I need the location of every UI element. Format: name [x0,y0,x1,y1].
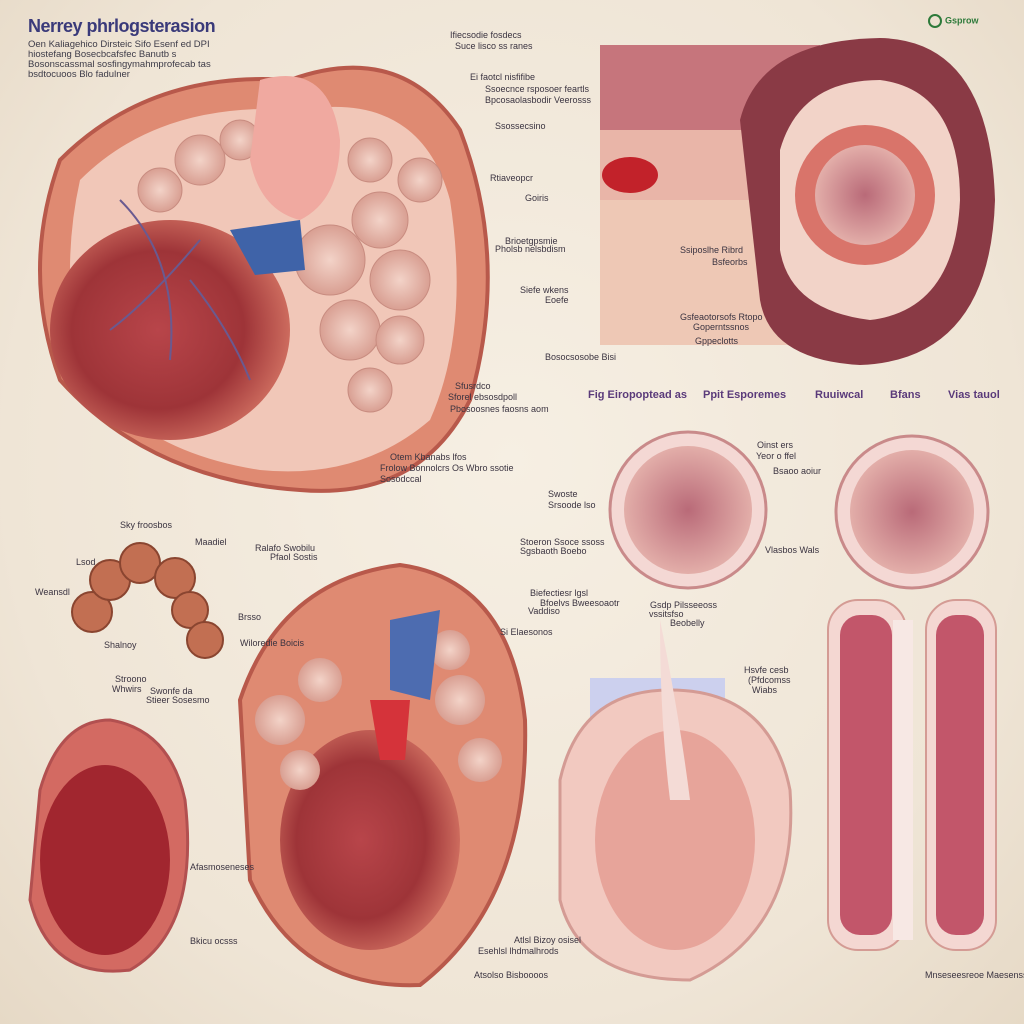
intro-line: Oen Kaliagehico Dirsteic Sifo Esenf ed D… [28,39,210,50]
annotation-label: Beobelly [670,618,705,628]
section-header: Fig Eiropoptead as [588,389,688,401]
logo-text: Gsprow [945,15,979,26]
annotation-label: Ei faotcl nisfifibe [470,72,536,82]
annotation-label: Goperntssnos [693,322,750,332]
annotation-label: Bsaoo aoiur [773,466,822,476]
annotation-label: Shalnoy [104,640,137,650]
annotation-label: Sfusrdco [455,381,491,391]
annotation-label: Pfaol Sostis [270,552,318,562]
annotation-label: Ralafo Swobilu [255,543,316,553]
annotation-label: Wiloredie Boicis [240,638,305,648]
kidney-section-top-right [600,38,995,365]
annotation-label: Atlsl Bizoy osisel [514,935,582,945]
annotation-label: Biefectiesr lgsl [530,588,589,598]
annotation-label: Goiris [525,193,549,203]
annotation-label: Suce lisco ss ranes [455,41,533,51]
annotation-label: Ifiecsodie fosdecs [450,30,522,40]
annotation-label: Bfoelvs Bweesoaotr [540,598,620,608]
section-header: Ppit Esporemes [703,389,787,401]
annotation-label: Oinst ers [757,440,794,450]
annotation-label: Bosocsosobe Bisi [545,352,617,362]
annotation-label: Ssossecsino [495,121,546,131]
annotation-label: Sgsbaoth Boebo [520,546,587,556]
annotation-label: Frolow Bonnolcrs Os Wbro ssotie [380,463,514,473]
annotation-label: Si Elaesonos [500,627,553,637]
intro-line: Bosonscassmal sosfingymahmprofecab tas [28,59,211,70]
annotation-label: Ssoecnce rsposoer feartls [485,84,590,94]
annotation-label: Eoefe [545,295,569,305]
intro-line: bsdtocuoos Blo fadulner [28,69,130,80]
annotation-label: Ssiposlhe Ribrd [680,245,744,255]
section-header: Vias tauol [948,389,1000,401]
annotation-label: Bpcosaolasbodir Veerosss [485,95,592,105]
annotation-label: Esehlsl lhdmalhrods [478,946,559,956]
annotation-label: Brioetgpsmie [505,236,558,246]
tube-sections-bottom-right [827,599,997,951]
annotation-label: Swonfe da [150,686,193,696]
annotation-label: Vlasbos Wals [765,545,820,555]
annotation-label: Sosodccal [380,474,422,484]
annotation-label: Siefe wkens [520,285,569,295]
annotation-label: Stroono [115,674,147,684]
annotation-label: Pholsb nelsbdism [495,244,566,254]
annotation-label: Weansdl [35,587,70,597]
annotation-label: Sforel ebsosdpoll [448,392,518,402]
annotation-label: Stieer Sosesmo [146,695,210,705]
annotation-label: Whwirs [112,684,142,694]
page-title: Nerrey phrlogsterasion [28,16,216,36]
organ-small-bottom-left [28,542,224,973]
annotation-label: Hsvfe cesb [744,665,789,675]
annotation-label: Pbosoosnes faosns aom [450,404,549,414]
annotation-label: Swoste [548,489,578,499]
organ-cross-section-top-left [38,65,490,493]
annotation-label: Wiabs [752,685,778,695]
annotation-label: Gsfeaotorsofs Rtopo [680,312,763,322]
annotation-label: Vaddiso [528,606,560,616]
intro-line: hiostefang Bosecbcafsfec Banutb s [28,49,177,60]
annotation-label: (Pfdcomss [748,675,791,685]
annotation-label: Rtiaveopcr [490,173,534,183]
section-header: Ruuiwcal [815,389,864,401]
intro-text: Oen Kaliagehico Dirsteic Sifo Esenf ed D… [28,40,238,80]
annotation-label: Brsso [238,612,262,622]
annotation-label: Maadiel [195,537,227,547]
annotation-label: Gsdp Pilsseeoss [650,600,718,610]
annotation-label: Afasmoseneses [190,862,255,872]
annotation-label: Gppeclotts [695,336,739,346]
section-header: Bfans [890,389,921,401]
kidney-section-bottom-right [558,620,793,982]
logo-icon [928,14,942,28]
annotation-label: Srsoode lso [548,500,596,510]
annotation-label: Atsolso Bisboooos [474,970,549,980]
annotation-label: Bkicu ocsss [190,936,238,946]
cell-diagrams-middle-right [608,430,990,590]
annotation-label: vssitsfso [649,609,684,619]
annotation-label: Sky froosbos [120,520,173,530]
annotation-label: Otem Kbanabs lfos [390,452,467,462]
annotation-label: Mnseseesreoe Maesenss Biosone [925,970,1024,980]
annotation-label: Lsod [76,557,96,567]
annotation-label: Bsfeorbs [712,257,748,267]
organ-cross-section-bottom-center [237,562,528,988]
logo: Gsprow [928,14,979,28]
annotation-label: Yeor o ffel [756,451,797,461]
annotation-label: Stoeron Ssoce ssoss [520,537,605,547]
